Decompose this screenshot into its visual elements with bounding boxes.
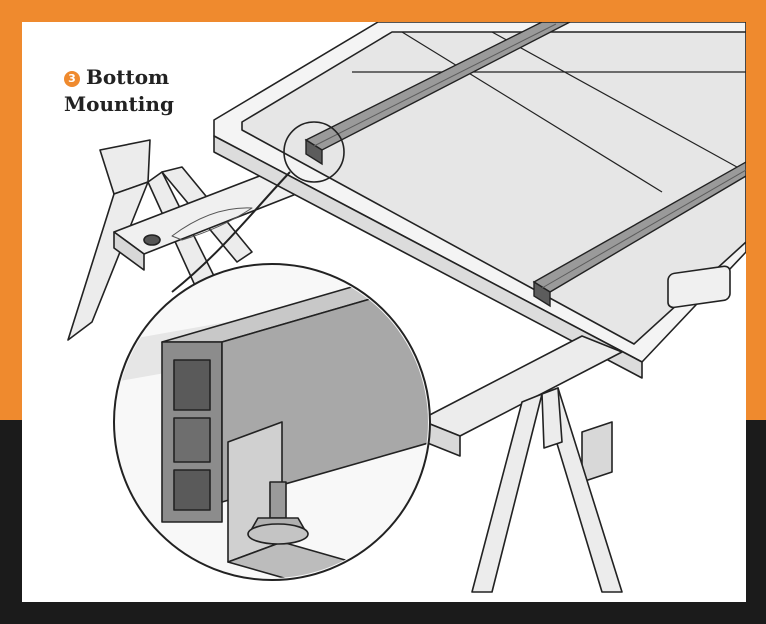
mounting-rail-top: [304, 22, 571, 166]
callout-connector: [171, 171, 291, 293]
wood-beam-right: [419, 335, 623, 483]
numbered-circle-icon: 3: [64, 71, 80, 87]
illustration-panel: 3 Bottom Mounting: [22, 22, 746, 602]
title-line-2: Mounting: [64, 92, 174, 116]
mounting-rail-bottom: [532, 161, 746, 308]
sawhorse-right: [471, 387, 623, 593]
magnified-detail: [113, 263, 431, 581]
mounting-illustration: [67, 22, 746, 593]
figure-title: 3 Bottom Mounting: [64, 64, 244, 118]
callout-small-circle: [283, 121, 345, 183]
title-line-1: Bottom: [86, 65, 170, 89]
